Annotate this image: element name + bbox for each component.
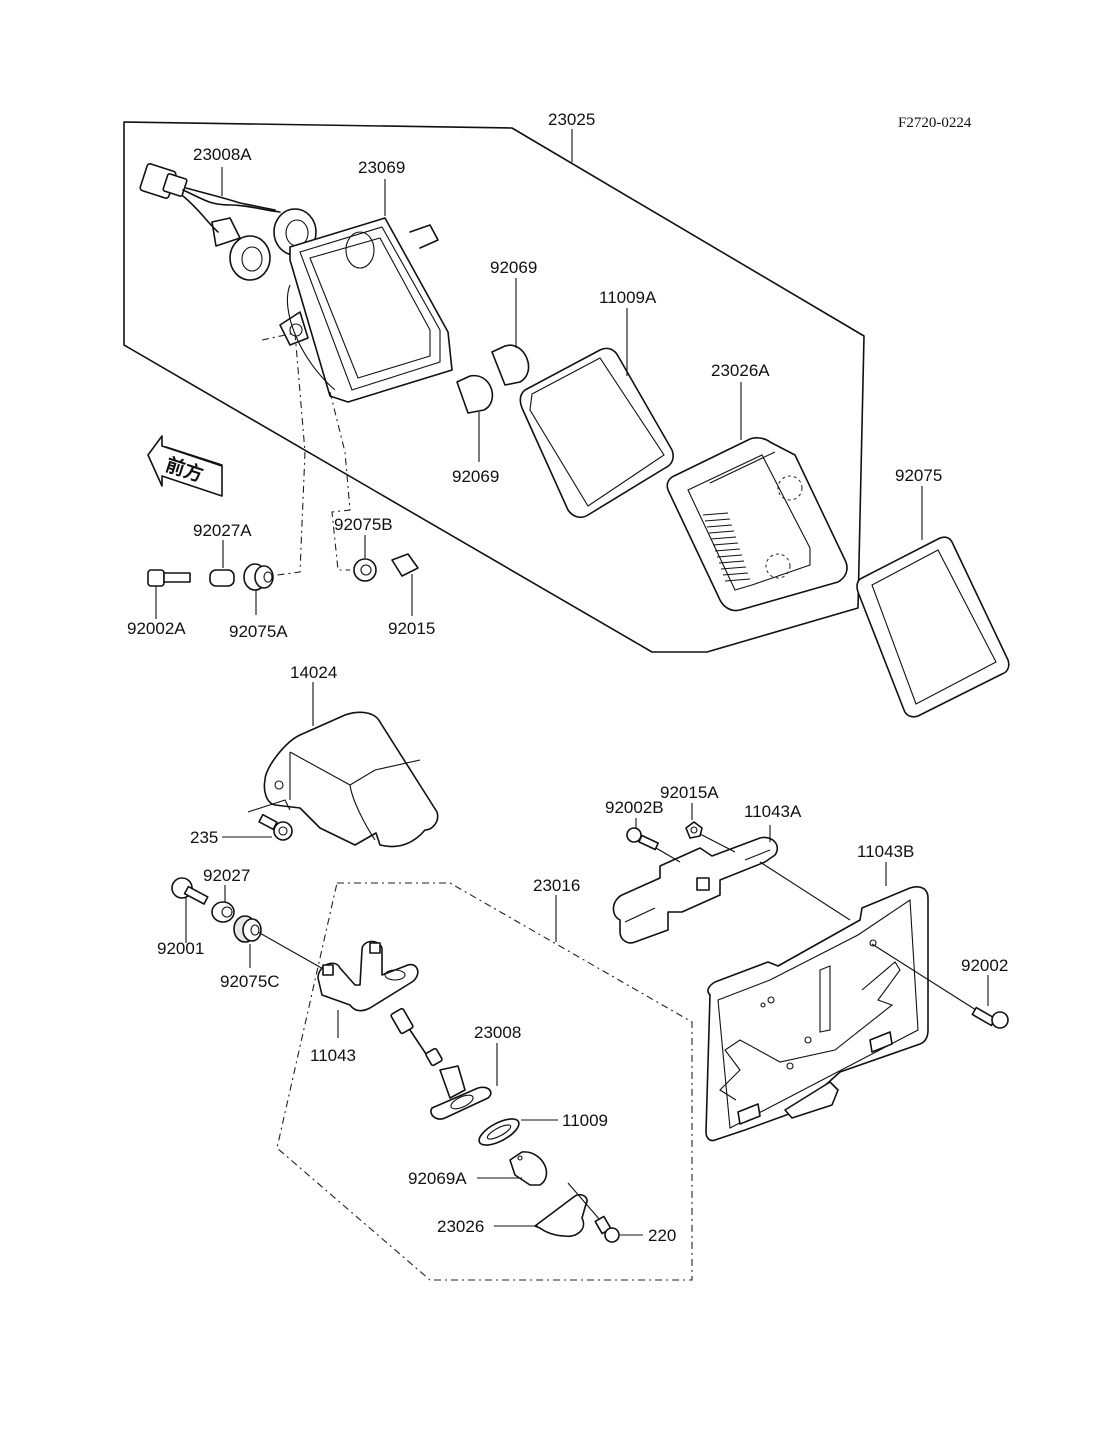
- part-92001-bolt: 92001: [157, 877, 209, 958]
- label-11043A: 11043A: [744, 802, 802, 821]
- label-92002A: 92002A: [127, 619, 186, 638]
- label-14024: 14024: [290, 663, 337, 682]
- label-92002B: 92002B: [605, 798, 664, 817]
- part-92015A-nut: 92015A: [660, 783, 736, 853]
- part-235-screw: 235: [190, 813, 293, 847]
- part-220-screw: 220: [567, 1182, 676, 1245]
- front-direction-arrow: 前方: [147, 435, 223, 497]
- part-23008-socket: 23008: [390, 1007, 521, 1120]
- label-23025: 23025: [548, 110, 595, 129]
- part-92027A-collar: 92027A: [193, 521, 252, 587]
- label-235: 235: [190, 828, 218, 847]
- part-92002A-bolt: 92002A: [127, 569, 191, 638]
- label-23026A: 23026A: [711, 361, 770, 380]
- label-92027: 92027: [203, 866, 250, 885]
- label-92075C: 92075C: [220, 972, 280, 991]
- label-11043: 11043: [310, 1046, 356, 1065]
- label-92069-upper: 92069: [490, 258, 537, 277]
- label-92027A: 92027A: [193, 521, 252, 540]
- label-92015A: 92015A: [660, 783, 719, 802]
- part-92075B-washer: 92075B: [334, 515, 393, 582]
- label-220: 220: [648, 1226, 676, 1245]
- part-92002-bolt: 92002: [871, 943, 1009, 1029]
- label-23008A: 23008A: [193, 145, 252, 164]
- part-14024-cover: 14024: [247, 663, 439, 848]
- part-92002B-bolt: 92002B: [605, 798, 681, 863]
- part-11043-bracket: 11043: [310, 940, 419, 1065]
- label-92075: 92075: [895, 466, 942, 485]
- label-92015: 92015: [388, 619, 435, 638]
- label-23016: 23016: [533, 876, 580, 895]
- label-11043B: 11043B: [857, 842, 914, 861]
- part-11043B-plate-bracket: 11043B: [705, 842, 929, 1142]
- part-23026A-lens: 23026A: [666, 361, 848, 612]
- part-92027-collar: 92027: [203, 866, 250, 923]
- label-23026: 23026: [437, 1217, 484, 1236]
- label-11009: 11009: [562, 1111, 608, 1130]
- label-92075A: 92075A: [229, 622, 288, 641]
- part-11009-gasket: 11009: [478, 1111, 608, 1146]
- part-92075A-grommet: 92075A: [229, 563, 288, 641]
- label-92069-lower: 92069: [452, 467, 499, 486]
- label-92075B: 92075B: [334, 515, 393, 534]
- part-23008A-harness: 23008A: [139, 145, 317, 281]
- part-23069-housing: 23069: [279, 158, 453, 403]
- label-11009A: 11009A: [599, 288, 657, 307]
- label-23069: 23069: [358, 158, 405, 177]
- reference-code: F2720-0224: [898, 115, 972, 131]
- label-92002: 92002: [961, 956, 1008, 975]
- assembly-outline-23016: 23016: [276, 876, 693, 1281]
- label-92001: 92001: [157, 939, 204, 958]
- part-92069A-bulb: 92069A: [408, 1151, 548, 1188]
- part-11009A-gasket: 11009A: [519, 288, 674, 518]
- part-92015-nut: 92015: [388, 553, 435, 638]
- part-11043A-bracket: 11043A: [612, 802, 802, 944]
- part-92075-gasket: 92075: [856, 466, 1010, 718]
- label-92069A: 92069A: [408, 1169, 467, 1188]
- part-23026-lens: 23026: [437, 1193, 588, 1238]
- label-23008: 23008: [474, 1023, 521, 1042]
- part-92069-bulb-lower: 92069: [452, 375, 499, 486]
- part-92075C-grommet: 92075C: [220, 915, 326, 991]
- part-92069-bulb-upper: 92069: [490, 258, 537, 386]
- assembly-outline-23025: 23025: [123, 110, 865, 653]
